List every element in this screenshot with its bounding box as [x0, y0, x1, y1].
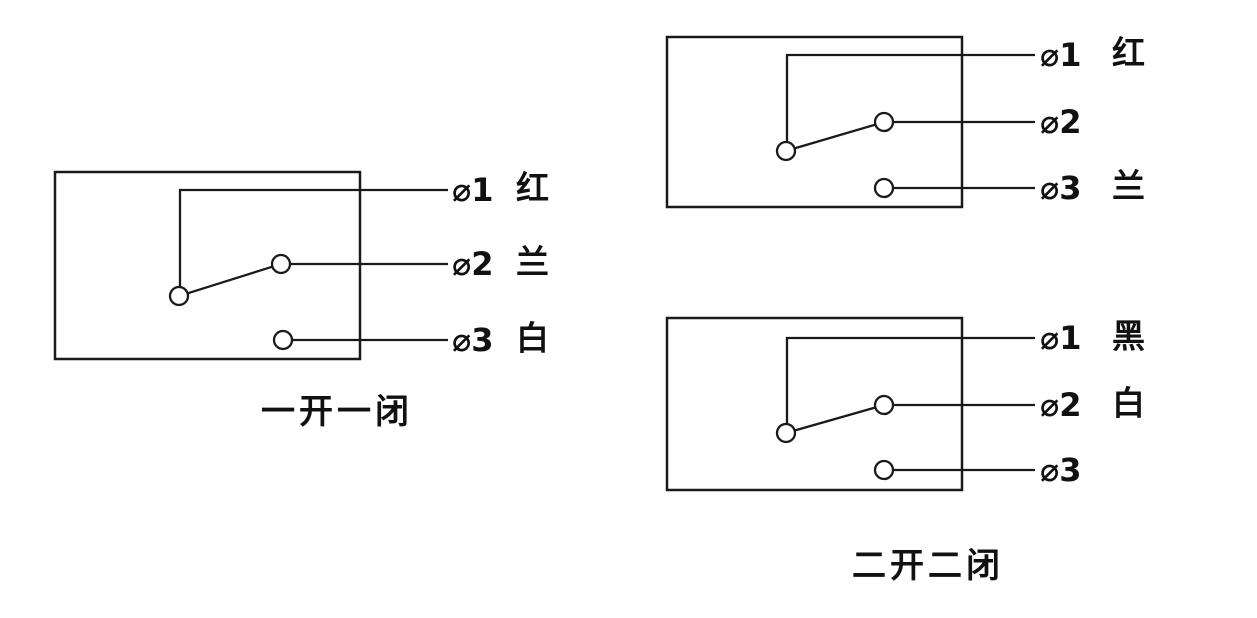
- switch-diagram-single: ⌀1 红 ⌀2 兰 ⌀3 白 一开一闭: [53, 169, 549, 432]
- wire-color-label-2: 白: [1112, 384, 1145, 423]
- port-label-3: ⌀3: [452, 321, 494, 359]
- switch-body: [53, 170, 362, 361]
- pivot-contact: [168, 285, 190, 307]
- wire-color-label-1: 红: [516, 169, 549, 208]
- port-label-2: ⌀2: [452, 245, 494, 283]
- terminal-1-wire: [178, 188, 448, 287]
- switch-diagram-double-bottom: ⌀1 黑 ⌀2 白 ⌀3 二开二闭: [665, 317, 1145, 586]
- port-label-2: ⌀2: [1040, 386, 1082, 424]
- pivot-contact: [775, 422, 797, 444]
- port-label-3: ⌀3: [1040, 451, 1082, 489]
- switch-diagram-double-top: ⌀1 红 ⌀2 ⌀3 兰: [665, 34, 1145, 209]
- terminal-1-wire: [785, 336, 1035, 424]
- switch-lever: [794, 123, 876, 150]
- switch-lever: [794, 406, 876, 432]
- wire-color-label-2: 兰: [516, 243, 549, 282]
- wire-color-label-3: 白: [516, 319, 549, 358]
- terminal-3-contact: [873, 177, 895, 199]
- pivot-contact: [775, 140, 797, 162]
- caption-single-switch: 一开一闭: [261, 392, 413, 432]
- port-label-2: ⌀2: [1040, 103, 1082, 141]
- terminal-2-contact: [873, 111, 895, 133]
- terminal-3-contact: [272, 329, 294, 351]
- terminal-2-contact: [873, 394, 895, 416]
- terminal-2-contact: [270, 253, 292, 275]
- port-label-1: ⌀1: [1040, 319, 1082, 357]
- port-label-1: ⌀1: [452, 171, 494, 209]
- terminal-3-contact: [873, 459, 895, 481]
- terminal-1-wire: [785, 53, 1035, 142]
- switch-lever: [187, 265, 273, 295]
- caption-double-switch: 二开二闭: [852, 546, 1004, 586]
- port-label-1: ⌀1: [1040, 36, 1082, 74]
- wire-color-label-3: 兰: [1112, 167, 1145, 206]
- wire-color-label-1: 黑: [1112, 317, 1145, 356]
- port-label-3: ⌀3: [1040, 169, 1082, 207]
- wire-color-label-1: 红: [1112, 34, 1145, 73]
